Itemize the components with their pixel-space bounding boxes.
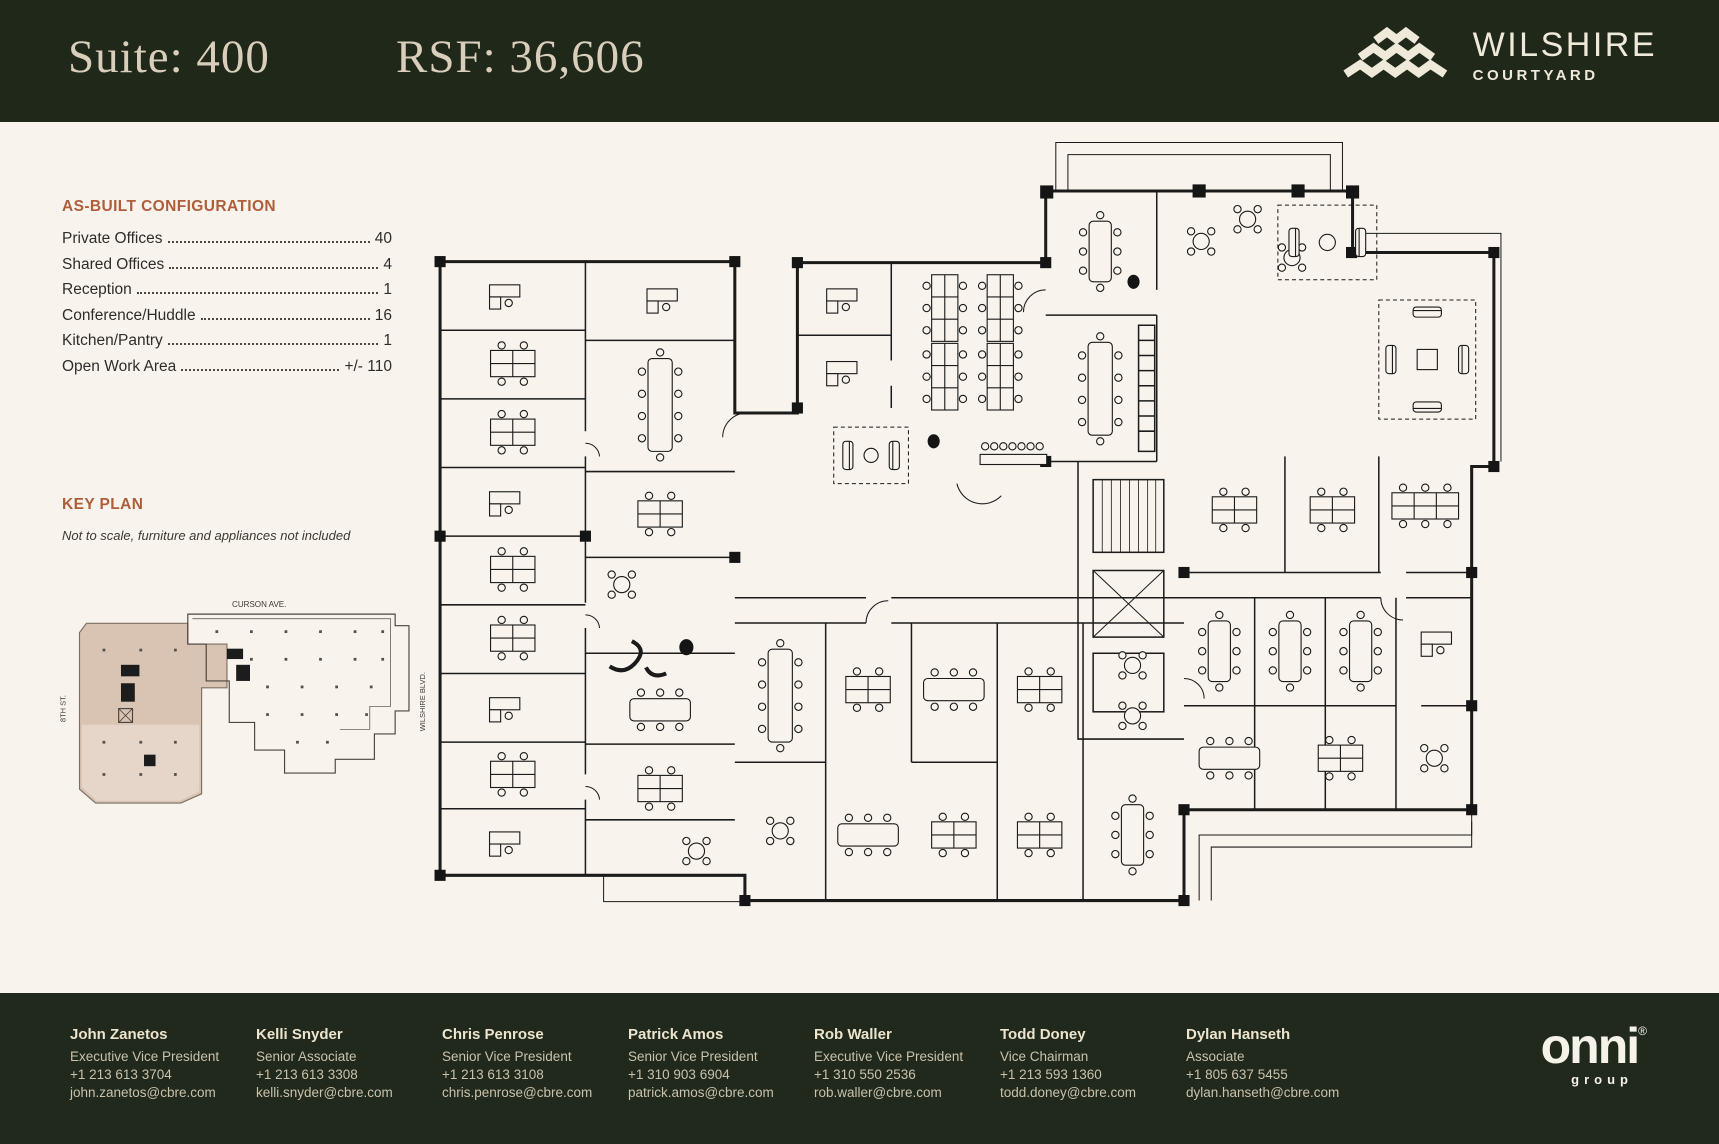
contact-card: Dylan Hanseth Associate +1 805 637 5455 …: [1186, 1026, 1372, 1103]
street-label-curson: CURSON AVE.: [232, 600, 286, 609]
street-label-wilshire: WILSHIRE BLVD.: [418, 672, 427, 731]
contact-title: Associate: [1186, 1049, 1245, 1064]
key-plan-note: Not to scale, furniture and appliances n…: [62, 528, 351, 543]
contact-name: Chris Penrose: [442, 1026, 544, 1043]
config-label: Reception: [62, 281, 132, 298]
dot-leader: [181, 368, 340, 371]
header-bar: Suite: 400 RSF: 36,606 WILSHIRE COURTYAR…: [0, 0, 1719, 122]
contact-email[interactable]: dylan.hanseth@cbre.com: [1186, 1085, 1340, 1101]
contact-title: Senior Associate: [256, 1049, 357, 1064]
contact-name: Dylan Hanseth: [1186, 1026, 1291, 1043]
config-row: Kitchen/Pantry 1: [62, 332, 392, 358]
broker-contacts: John Zanetos Executive Vice President +1…: [70, 1026, 1372, 1103]
config-label: Kitchen/Pantry: [62, 332, 163, 349]
config-row: Conference/Huddle 16: [62, 307, 392, 333]
dot-leader: [167, 343, 379, 345]
as-built-configuration: AS-BUILT CONFIGURATION Private Offices 40…: [62, 198, 392, 383]
contact-card: Todd Doney Vice Chairman +1 213 593 1360…: [1000, 1026, 1186, 1103]
config-label: Open Work Area: [62, 357, 177, 375]
contact-phone[interactable]: +1 310 550 2536: [814, 1067, 916, 1083]
onni-logo-sub: group: [1571, 1072, 1633, 1087]
contact-name: Kelli Snyder: [256, 1026, 343, 1043]
contact-card: Chris Penrose Senior Vice President +1 2…: [442, 1026, 628, 1103]
dot-leader: [200, 317, 370, 320]
config-row: Reception 1: [62, 281, 392, 307]
brand-name: WILSHIRE: [1472, 25, 1657, 64]
contact-name: John Zanetos: [70, 1026, 168, 1043]
contact-email[interactable]: rob.waller@cbre.com: [814, 1085, 942, 1101]
contact-title: Vice Chairman: [1000, 1049, 1089, 1064]
contact-email[interactable]: chris.penrose@cbre.com: [442, 1085, 593, 1101]
floor-plan-drawing: [434, 142, 1502, 907]
contact-card: Patrick Amos Senior Vice President +1 31…: [628, 1026, 814, 1103]
contact-card: Rob Waller Executive Vice President +1 3…: [814, 1026, 1000, 1103]
onni-logo-text: onni: [1540, 1018, 1641, 1074]
contact-name: Rob Waller: [814, 1026, 892, 1043]
config-row: Open Work Area +/- 110: [62, 358, 392, 384]
contact-phone[interactable]: +1 213 593 1360: [1000, 1067, 1102, 1083]
suite-title: Suite: 400: [68, 31, 270, 83]
config-value: 4: [383, 255, 392, 273]
config-row: Shared Offices 4: [62, 256, 392, 282]
config-row: Private Offices 40: [62, 230, 392, 256]
footer-bar: John Zanetos Executive Vice President +1…: [0, 993, 1719, 1144]
contact-title: Executive Vice President: [814, 1049, 964, 1064]
contact-email[interactable]: todd.doney@cbre.com: [1000, 1085, 1137, 1101]
config-label: Private Offices: [62, 230, 163, 247]
contact-title: Senior Vice President: [628, 1049, 758, 1064]
contact-card: John Zanetos Executive Vice President +1…: [70, 1026, 256, 1103]
key-plan-section: KEY PLAN Not to scale, furniture and app…: [59, 496, 442, 804]
contact-phone[interactable]: +1 213 613 3308: [256, 1067, 358, 1083]
dot-leader: [136, 292, 379, 294]
contact-email[interactable]: john.zanetos@cbre.com: [70, 1085, 216, 1101]
contact-title: Senior Vice President: [442, 1049, 572, 1064]
contact-email[interactable]: kelli.snyder@cbre.com: [256, 1085, 393, 1101]
key-plan-heading: KEY PLAN: [62, 496, 144, 513]
contact-phone[interactable]: +1 213 613 3108: [442, 1067, 544, 1083]
contact-email[interactable]: patrick.amos@cbre.com: [628, 1085, 774, 1101]
plan-columns: [434, 184, 1500, 907]
plan-furniture: [490, 205, 1470, 874]
contact-name: Todd Doney: [1000, 1026, 1086, 1043]
registered-mark: ®: [1638, 1024, 1647, 1038]
config-value: 1: [383, 281, 392, 298]
config-label: Conference/Huddle: [62, 306, 196, 324]
key-plan-drawing: CURSON AVE. WILSHIRE BLVD. 8TH ST.: [59, 600, 427, 804]
wilshire-courtyard-logo: WILSHIRE COURTYARD: [1341, 26, 1657, 84]
wilshire-zigzag-icon: [1343, 26, 1447, 78]
contact-title: Executive Vice President: [70, 1049, 220, 1064]
dot-leader: [169, 266, 379, 269]
dot-leader: [167, 241, 370, 243]
config-value: 16: [374, 306, 392, 324]
onni-group-logo: onni® group: [1541, 1021, 1647, 1086]
contact-phone[interactable]: +1 310 903 6904: [628, 1067, 730, 1083]
config-value: 40: [374, 230, 392, 247]
config-value: +/- 110: [344, 357, 392, 375]
contact-card: Kelli Snyder Senior Associate +1 213 613…: [256, 1026, 442, 1103]
config-value: 1: [383, 332, 392, 349]
street-label-8th: 8TH ST.: [59, 695, 68, 722]
config-label: Shared Offices: [62, 255, 165, 273]
contact-name: Patrick Amos: [628, 1026, 724, 1043]
rsf-title: RSF: 36,606: [396, 31, 645, 83]
brand-subname: COURTYARD: [1472, 66, 1599, 84]
contact-phone[interactable]: +1 805 637 5455: [1186, 1067, 1288, 1083]
config-heading: AS-BUILT CONFIGURATION: [62, 198, 277, 215]
contact-phone[interactable]: +1 213 613 3704: [70, 1067, 172, 1083]
